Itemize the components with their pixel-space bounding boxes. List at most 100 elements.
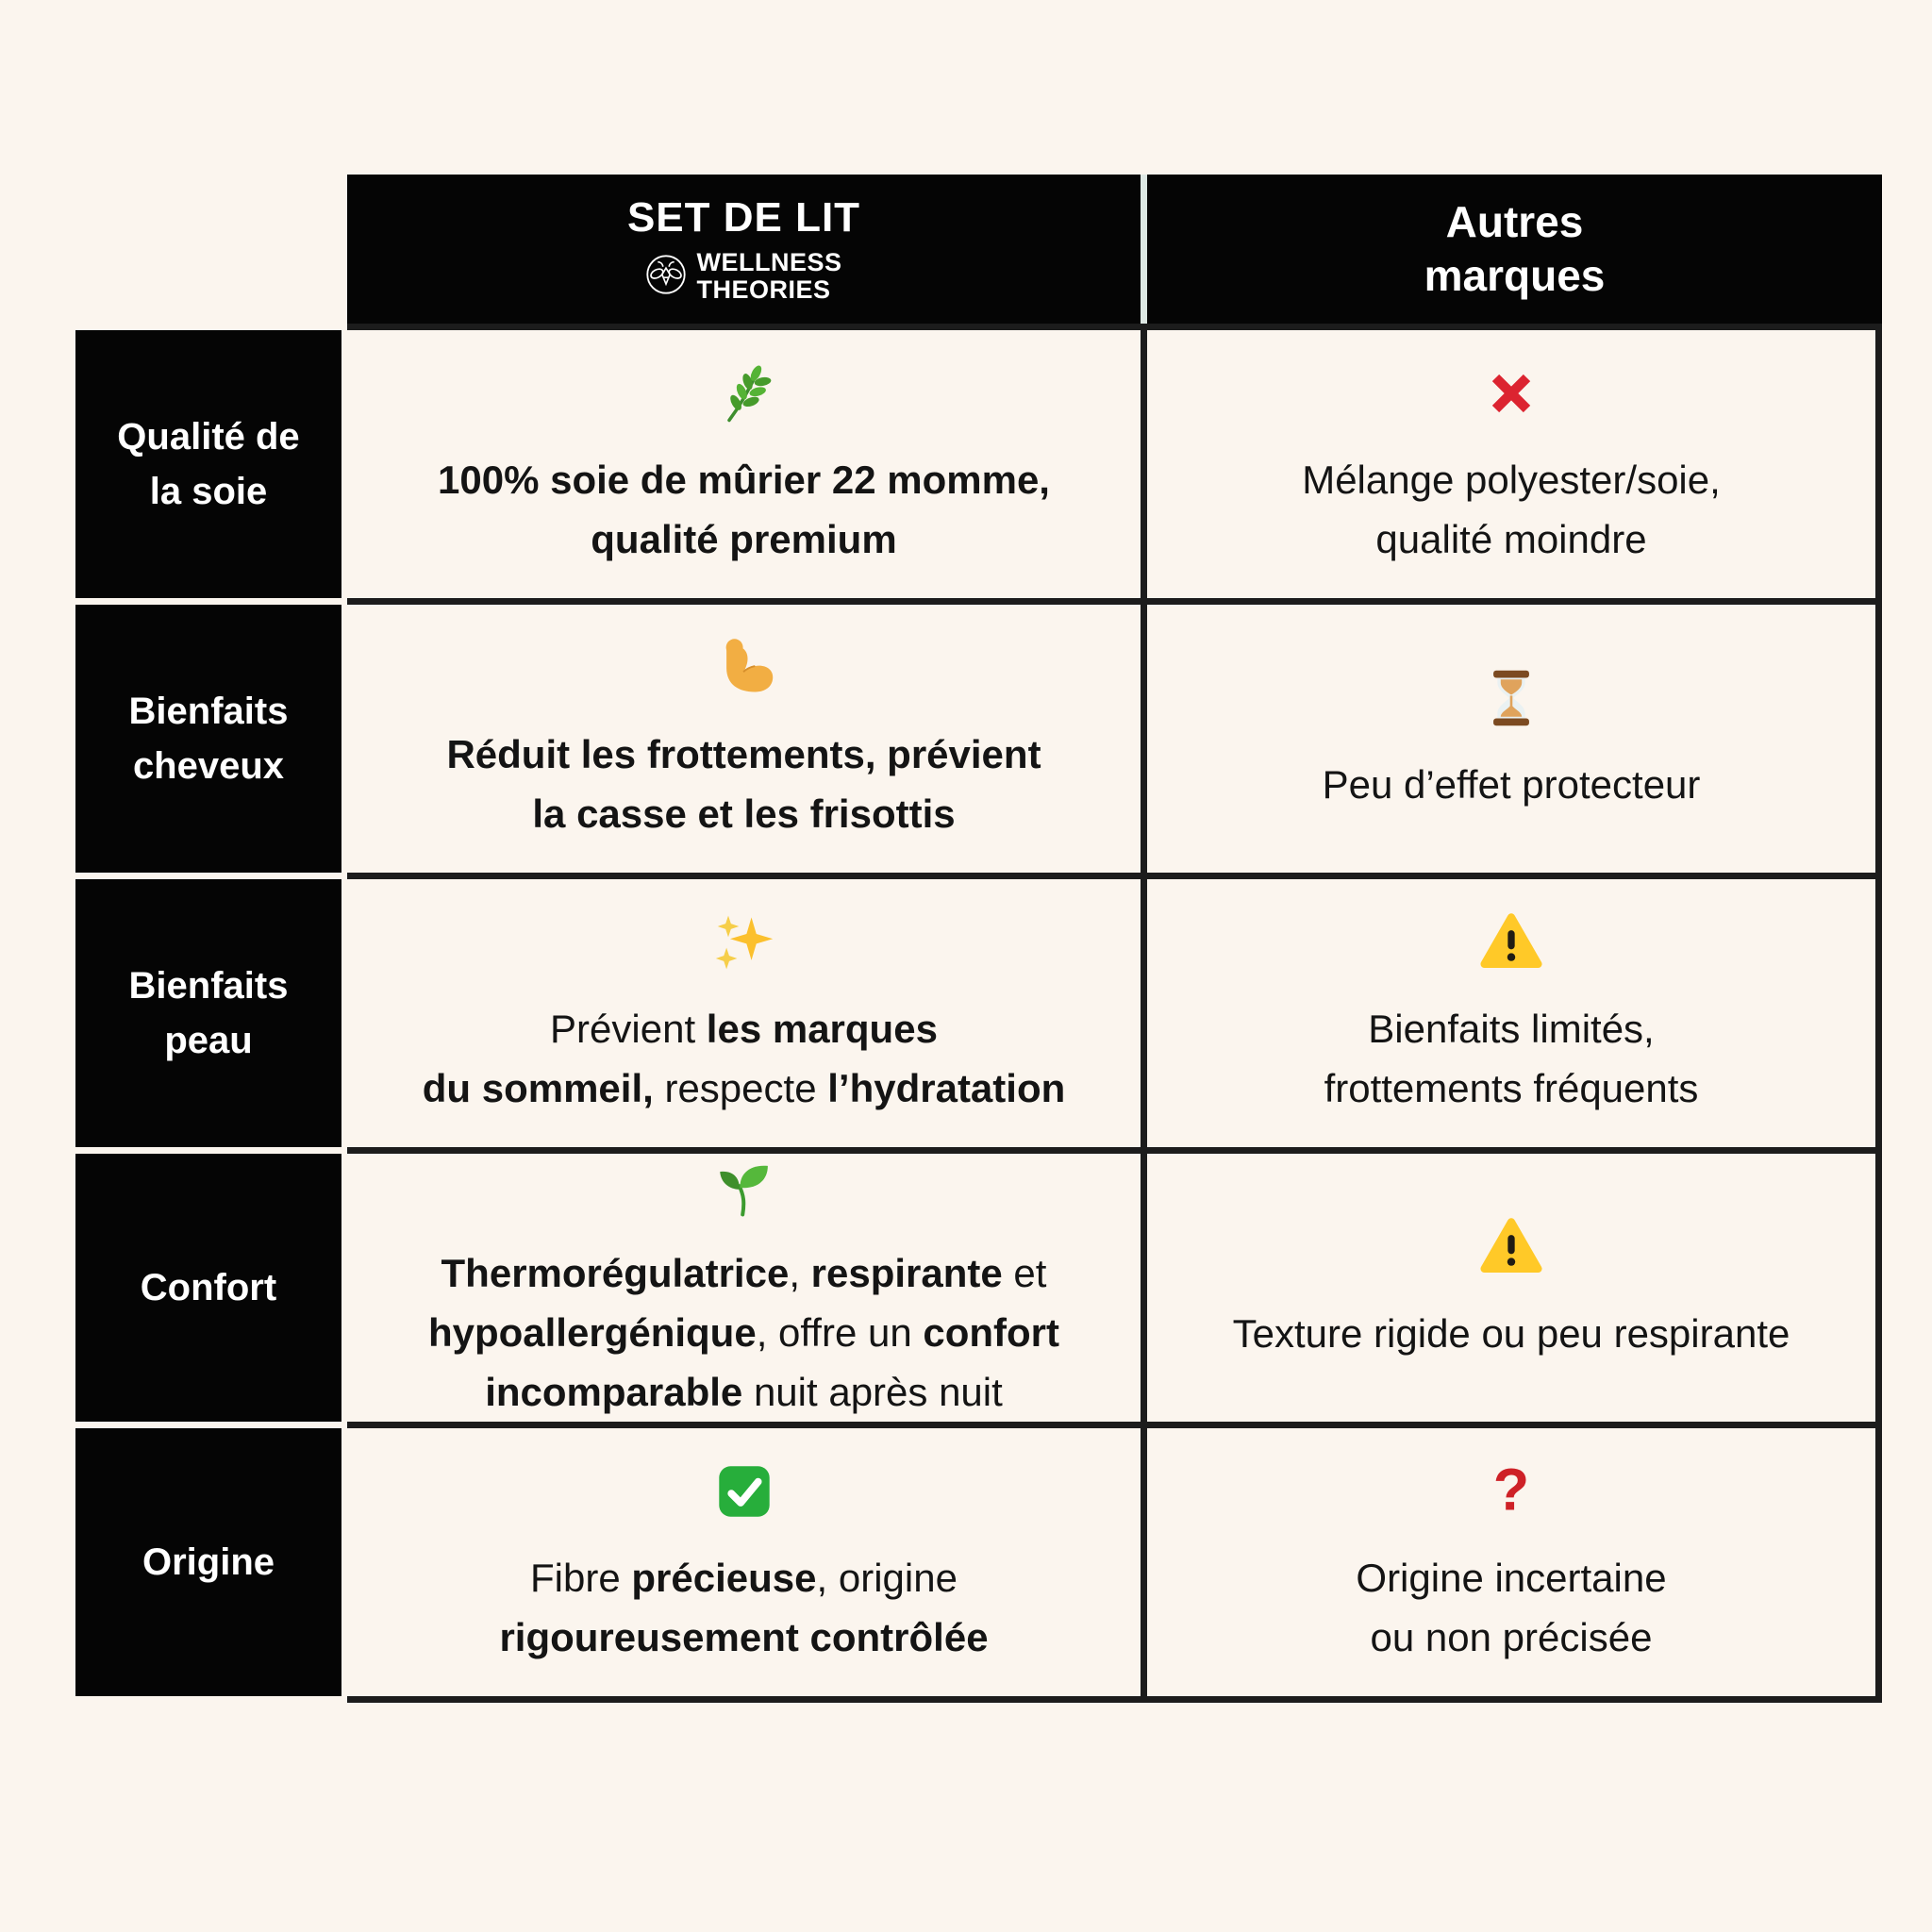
- check-icon: [715, 1457, 774, 1525]
- text-line: Réduit les frottements, prévient: [446, 724, 1041, 784]
- text-line: qualité premium: [438, 509, 1050, 569]
- text-segment: Bienfaits limités,: [1368, 1007, 1655, 1051]
- text-segment: 100% soie de mûrier 22 momme,: [438, 458, 1050, 502]
- text-line: du sommeil, respecte l’hydratation: [423, 1058, 1066, 1118]
- text-segment: ,: [789, 1251, 811, 1295]
- text-segment: respecte: [653, 1066, 828, 1110]
- comparison-table: SET DE LIT WELLNESS THEORIES Autres marq…: [347, 175, 1882, 1703]
- text-segment: Thermorégulatrice: [441, 1251, 790, 1295]
- row-divider: [347, 598, 1882, 605]
- table-right-border: [1875, 605, 1882, 873]
- header-separator: [1141, 175, 1147, 324]
- row-label-line: Bienfaits: [128, 965, 289, 1007]
- row-label-line: Origine: [142, 1541, 275, 1583]
- table-right-border: [1875, 879, 1882, 1147]
- text-segment: du sommeil,: [422, 1066, 654, 1110]
- row-label: Origine: [75, 1428, 341, 1696]
- competitor-title-line1: Autres: [1445, 196, 1584, 246]
- product-cell: 100% soie de mûrier 22 momme, qualité pre…: [347, 330, 1141, 598]
- column-divider: [1141, 605, 1147, 873]
- text-segment: , offre un: [756, 1310, 924, 1355]
- text-segment: respirante: [810, 1251, 1003, 1295]
- text-line: frottements fréquents: [1324, 1058, 1699, 1118]
- row-label: Confort: [75, 1154, 341, 1422]
- brand-name-line1: WELLNESS: [696, 247, 842, 276]
- brand-name: WELLNESS THEORIES: [696, 247, 842, 304]
- product-title: SET DE LIT: [626, 193, 861, 241]
- text-segment: l’hydratation: [827, 1066, 1066, 1110]
- text-segment: les marques: [706, 1007, 938, 1051]
- product-cell-text: Thermorégulatrice, respirante et hypoalle…: [428, 1243, 1059, 1422]
- row-label-line: la soie: [149, 471, 268, 512]
- bee-logo-icon: [645, 254, 687, 300]
- table-row: Thermorégulatrice, respirante et hypoalle…: [347, 1154, 1882, 1422]
- competitor-cell-text: Texture rigide ou peu respirante: [1233, 1304, 1790, 1363]
- brand-name-line2: THEORIES: [696, 275, 831, 304]
- competitor-cell-text: Mélange polyester/soie, qualité moindre: [1302, 450, 1721, 569]
- row-label-line: Qualité de: [117, 416, 300, 458]
- row-divider: [347, 873, 1882, 879]
- cross-icon: [1480, 359, 1542, 427]
- table-right-border: [1875, 330, 1882, 598]
- row-label: Qualité de la soie: [75, 330, 341, 598]
- competitor-title-line2: marques: [1424, 251, 1606, 300]
- competitor-cell-text: Bienfaits limités, frottements fréquents: [1324, 999, 1699, 1118]
- text-line: Fibre précieuse, origine: [499, 1548, 988, 1607]
- column-divider: [1141, 1154, 1147, 1422]
- competitor-cell: ? Origine incertaine ou non précisée: [1147, 1428, 1875, 1696]
- text-segment: rigoureusement contrôlée: [499, 1615, 989, 1659]
- product-cell-text: Fibre précieuse, origine rigoureusement c…: [499, 1548, 988, 1667]
- text-line: Prévient les marques: [423, 999, 1066, 1058]
- table-row: Fibre précieuse, origine rigoureusement c…: [347, 1428, 1882, 1696]
- sparkles-icon: [712, 908, 776, 976]
- text-segment: hypoallergénique: [427, 1310, 757, 1355]
- row-divider: [347, 1422, 1882, 1428]
- competitor-cell: Bienfaits limités, frottements fréquents: [1147, 879, 1875, 1147]
- product-cell-text: 100% soie de mûrier 22 momme, qualité pre…: [438, 450, 1050, 569]
- text-line: Bienfaits limités,: [1324, 999, 1699, 1058]
- table-right-border: [1875, 1154, 1882, 1422]
- text-line: 100% soie de mûrier 22 momme,: [438, 450, 1050, 509]
- text-segment: Prévient: [550, 1007, 707, 1051]
- text-segment: Origine incertaine: [1356, 1556, 1667, 1600]
- text-line: Peu d’effet protecteur: [1323, 755, 1701, 814]
- text-segment: nuit après nuit: [742, 1370, 1003, 1414]
- text-segment: qualité moindre: [1375, 517, 1647, 561]
- svg-text:?: ?: [1493, 1457, 1529, 1523]
- text-segment: Fibre: [530, 1556, 632, 1600]
- header-product-column: SET DE LIT WELLNESS THEORIES: [347, 175, 1141, 324]
- table-body: 100% soie de mûrier 22 momme, qualité pre…: [347, 330, 1882, 1703]
- product-cell: Fibre précieuse, origine rigoureusement c…: [347, 1428, 1141, 1696]
- row-label-line: Confort: [140, 1267, 277, 1308]
- hourglass-icon: [1482, 664, 1541, 732]
- table-top-border: [347, 324, 1882, 330]
- text-line: rigoureusement contrôlée: [499, 1607, 988, 1667]
- column-divider: [1141, 879, 1147, 1147]
- competitor-cell: Peu d’effet protecteur: [1147, 605, 1875, 873]
- text-segment: Texture rigide ou peu respirante: [1232, 1310, 1790, 1356]
- column-divider: [1141, 330, 1147, 598]
- table-header-row: SET DE LIT WELLNESS THEORIES Autres marq…: [347, 175, 1882, 324]
- text-segment: , origine: [816, 1556, 958, 1600]
- warning-icon: [1478, 1213, 1544, 1281]
- text-line: ou non précisée: [1356, 1607, 1666, 1667]
- text-segment: ou non précisée: [1370, 1615, 1653, 1659]
- herb-icon: [714, 359, 774, 427]
- text-segment: qualité premium: [591, 517, 897, 561]
- text-line: la casse et les frisottis: [446, 784, 1041, 843]
- row-divider: [347, 1696, 1882, 1703]
- text-segment: Mélange polyester/soie,: [1302, 458, 1721, 502]
- row-divider: [347, 1147, 1882, 1154]
- text-line: Thermorégulatrice, respirante et: [428, 1243, 1059, 1303]
- header-competitor-column: Autres marques: [1147, 175, 1882, 324]
- text-line: incomparable nuit après nuit: [428, 1362, 1059, 1422]
- table-row: 100% soie de mûrier 22 momme, qualité pre…: [347, 330, 1882, 598]
- column-divider: [1141, 1428, 1147, 1696]
- text-segment: et: [1002, 1251, 1047, 1295]
- warning-icon: [1478, 908, 1544, 976]
